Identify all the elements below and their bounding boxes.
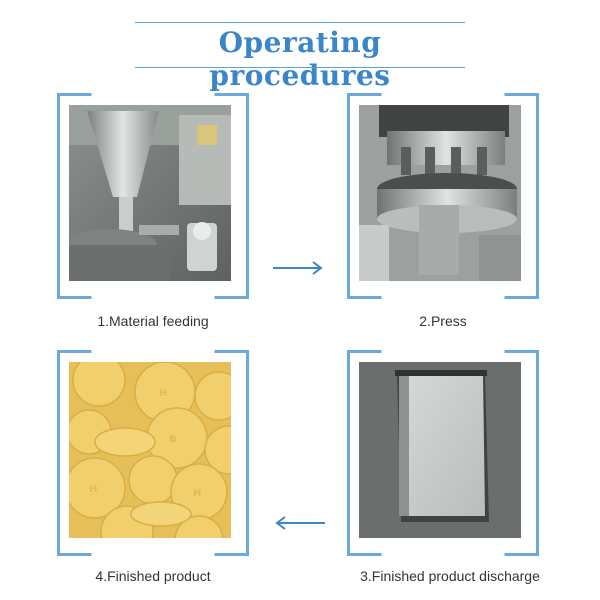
step-frame: [57, 93, 249, 299]
title-block: Operating procedures: [135, 22, 465, 92]
press-photo: [359, 105, 521, 281]
step-finished-product: H B H H: [57, 350, 249, 556]
step-finished-product-discharge: [347, 350, 539, 556]
svg-text:H: H: [89, 484, 97, 495]
page-title: Operating procedures: [209, 26, 391, 92]
arrow-left-icon: [275, 516, 325, 530]
discharge-photo: [359, 362, 521, 538]
step-label-finished-product-discharge: 3.Finished product discharge: [360, 568, 540, 584]
step-label-finished-product: 4.Finished product: [95, 568, 211, 584]
finished-product-photo: H B H H: [69, 362, 231, 538]
svg-text:H: H: [159, 388, 167, 399]
step-label-material-feeding: 1.Material feeding: [97, 313, 209, 329]
arrow-right-icon: [273, 261, 323, 275]
svg-text:H: H: [193, 488, 201, 499]
svg-text:B: B: [169, 434, 177, 445]
step-frame: [347, 350, 539, 556]
title-rule-top: [135, 22, 465, 23]
step-frame: [57, 350, 249, 556]
step-material-feeding: [57, 93, 249, 299]
material-feeding-photo: [69, 105, 231, 281]
title-rule-bottom: [135, 67, 465, 68]
step-frame: [347, 93, 539, 299]
step-label-press: 2.Press: [419, 313, 467, 329]
step-press: [347, 93, 539, 299]
